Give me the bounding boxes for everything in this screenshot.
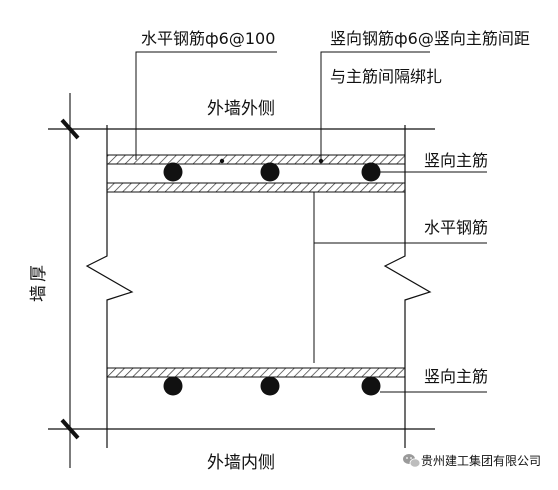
vertical-main-bar [260, 376, 280, 396]
vertical-small-bar [318, 158, 324, 164]
wall-right-edge [383, 125, 432, 448]
vertical-rebar-label-line2: 与主筋间隔绑扎 [330, 67, 442, 86]
wall-left-edge [85, 125, 134, 448]
vertical-main-bar [260, 162, 280, 182]
vertical-main-bar [163, 162, 183, 182]
top-horizontal-rebar-layer [106, 154, 406, 193]
bottom-horizontal-rebar-layer [106, 367, 406, 396]
watermark: 贵州建工集团有限公司 [403, 453, 541, 468]
wall-outline [48, 125, 435, 448]
wall-inner-side-label: 外墙内侧 [207, 453, 275, 473]
top-hatch-band-upper [106, 154, 406, 165]
horizontal-rebar-top-label: 水平钢筋ф6@100 [141, 29, 275, 48]
horizontal-rebar-mid-label: 水平钢筋 [424, 218, 488, 237]
dimension-tick-bottom [60, 418, 80, 440]
leader-vertical-rebar [320, 51, 430, 160]
vertical-main-bar [361, 376, 381, 396]
top-hatch-band-lower [106, 182, 406, 193]
wechat-icon [403, 454, 421, 468]
wall-thickness-dimension [60, 93, 80, 468]
wall-thickness-label-char1: 墙 [29, 285, 49, 302]
vertical-small-bar [219, 158, 225, 164]
leader-horizontal-rebar-top [135, 51, 277, 160]
leader-horizontal-rebar-mid [313, 192, 487, 363]
vertical-main-bar [163, 376, 183, 396]
vertical-rebar-label-line1: 竖向钢筋ф6@竖向主筋间距 [330, 29, 530, 48]
leader-lines [135, 51, 487, 393]
watermark-text: 贵州建工集团有限公司 [421, 453, 541, 468]
dimension-tick-top [60, 118, 80, 140]
vertical-main-bar [361, 162, 381, 182]
vertical-main-bar-bottom-label: 竖向主筋 [424, 367, 488, 386]
bottom-hatch-band [106, 367, 406, 378]
wall-thickness-label-char2: 厚 [29, 265, 49, 282]
vertical-main-bar-top-label: 竖向主筋 [424, 151, 488, 170]
wall-outer-side-label: 外墙外侧 [207, 99, 275, 119]
